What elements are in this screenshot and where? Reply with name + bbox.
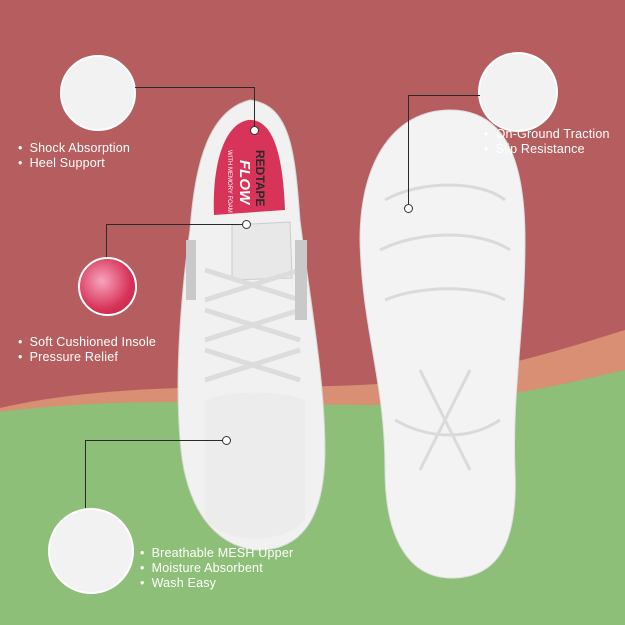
insole-brand-line: FLOW: [236, 160, 253, 206]
insole-brand-name: REDTAPE: [253, 150, 267, 206]
insole-features: Soft Cushioned Insole Pressure Relief: [18, 335, 156, 365]
insole-connector-line-v: [106, 224, 107, 257]
heel-detail-circle: [60, 55, 136, 131]
feature-text: Shock Absorption: [18, 141, 130, 156]
feature-text: Soft Cushioned Insole: [18, 335, 156, 350]
feature-text: Breathable MESH Upper: [140, 546, 294, 561]
insole-dot: [242, 220, 251, 229]
sole-connector-line: [408, 95, 480, 96]
sole-connector-line-v: [408, 95, 409, 207]
feature-text: Heel Support: [18, 156, 130, 171]
sole-detail-circle: [478, 52, 558, 132]
upper-connector-line-v: [85, 440, 86, 508]
upper-detail-circle: [48, 508, 134, 594]
sole-dot: [404, 204, 413, 213]
feature-text: Pressure Relief: [18, 350, 156, 365]
sole-features: On-Ground Traction Slip Resistance: [484, 127, 610, 157]
feature-text: Moisture Absorbent: [140, 561, 293, 576]
feature-text: Slip Resistance: [484, 142, 610, 157]
heel-features: Shock Absorption Heel Support: [18, 141, 130, 171]
upper-connector-line: [85, 440, 225, 441]
insole-memory-foam-text: WITH MEMORY FOAM: [226, 150, 232, 213]
upper-dot: [222, 436, 231, 445]
upper-features: Breathable MESH Upper Moisture Absorbent…: [140, 546, 294, 591]
insole-connector-line: [106, 224, 246, 225]
shoe-sole-view: [359, 109, 526, 579]
shoe-top-view: REDTAPE FLOW WITH MEMORY FOAM: [177, 99, 326, 551]
insole-detail-circle: [78, 257, 137, 316]
feature-text: On-Ground Traction: [484, 127, 610, 142]
heel-dot: [250, 126, 259, 135]
heel-connector-line-v: [254, 87, 255, 129]
feature-text: Wash Easy: [140, 576, 293, 591]
heel-connector-line: [135, 87, 255, 88]
